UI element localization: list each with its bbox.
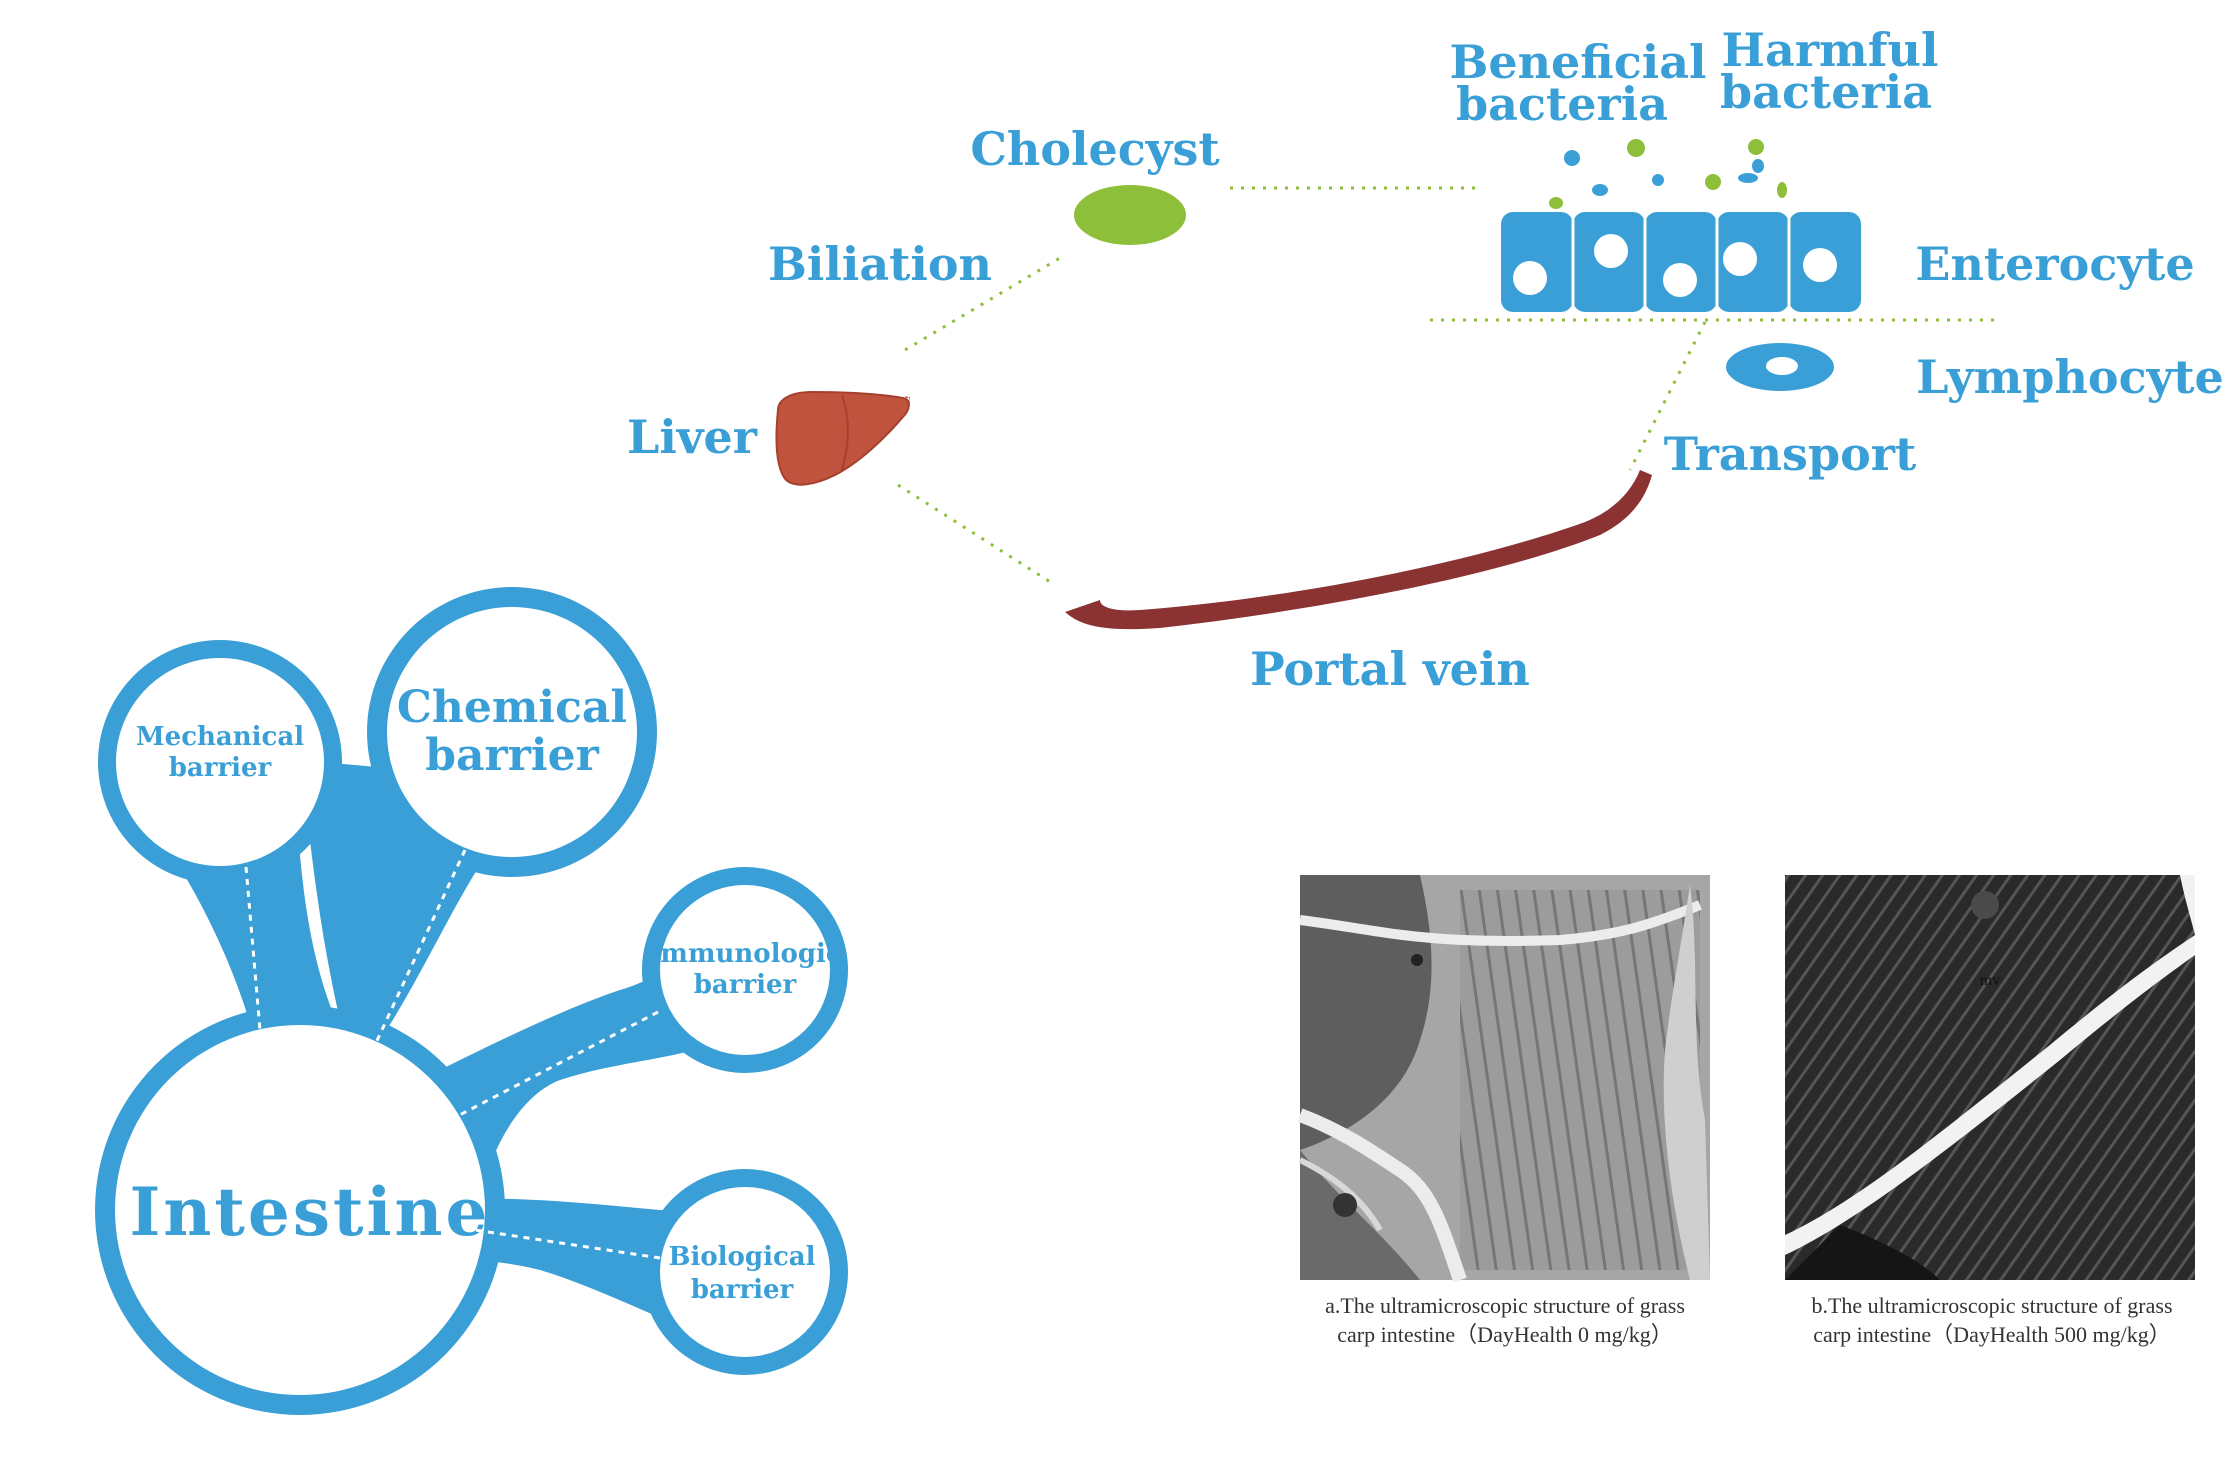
- micrograph-b-caption-line1: b.The ultramicroscopic structure of gras…: [1811, 1293, 2172, 1318]
- bacterium-dot: [1564, 150, 1580, 166]
- portal-vein-label: Portal vein: [1250, 642, 1530, 696]
- biological-barrier-label-line2: barrier: [691, 1275, 794, 1305]
- immunologic-barrier-label-line2: barrier: [694, 970, 797, 1000]
- harmful-bacteria-label-line1: Harmful: [1722, 23, 1939, 77]
- bacteria-dots: [1549, 139, 1787, 209]
- enterocyte-cell: [1645, 212, 1717, 312]
- biliation-label: Biliation: [768, 237, 992, 291]
- micrograph-b-caption-line2: carp intestine（DayHealth 500 mg/kg）: [1813, 1322, 2170, 1347]
- beneficial-bacteria-label-line1: Beneficial: [1449, 35, 1706, 89]
- connector-liver-cholecyst: [904, 253, 1066, 352]
- lymphocyte-label: Lymphocyte: [1916, 350, 2224, 404]
- enterocyte-nucleus: [1803, 248, 1837, 282]
- liver-icon-lobe: [841, 394, 849, 471]
- transport-label: Transport: [1664, 427, 1917, 481]
- liver-icon-body: [775, 390, 910, 486]
- micrograph-a-caption-line2: carp intestine（DayHealth 0 mg/kg）: [1337, 1322, 1672, 1347]
- bacterium-dot: [1652, 174, 1664, 186]
- enterocyte-label: Enterocyte: [1915, 237, 2194, 291]
- biological-barrier-circle: [660, 1187, 830, 1357]
- bacterium-dot: [1748, 139, 1764, 155]
- enterocyte-nucleus: [1663, 263, 1697, 297]
- bacterium-dot: [1549, 197, 1563, 209]
- cholecyst-shape: [1074, 185, 1186, 245]
- micrograph-b: [1785, 875, 2195, 1280]
- mechanical-barrier-label-line2: barrier: [169, 753, 272, 783]
- micrograph-a: [1297, 875, 1710, 1283]
- enterocyte-row: [1501, 212, 1861, 312]
- chemical-barrier-label-line2: barrier: [425, 730, 599, 781]
- enterocyte-nucleus: [1513, 261, 1547, 295]
- bacterium-dot: [1592, 184, 1608, 196]
- portal-vein-shape: [1065, 470, 1652, 630]
- gut-liver-axis: Cholecyst Biliation Liver Portal vein Tr…: [627, 23, 2224, 696]
- immunologic-stem: [420, 935, 720, 1200]
- intestine-label: Intestine: [129, 1173, 490, 1251]
- enterocyte-nucleus: [1723, 242, 1757, 276]
- enterocyte-nucleus: [1594, 234, 1628, 268]
- bacterium-dot: [1752, 159, 1764, 173]
- connector-liver-portal-vein: [897, 483, 1056, 587]
- harmful-bacteria-label-line2: bacteria: [1720, 65, 1932, 119]
- micrograph-b-inset-label: mv: [1980, 972, 2000, 989]
- intestine-circle: [115, 1025, 485, 1395]
- chemical-barrier-circle: [387, 607, 637, 857]
- bacterium-dot: [1738, 173, 1758, 183]
- bacterium-dot: [1777, 182, 1787, 198]
- micrograph-a-caption-line1: a.The ultramicroscopic structure of gras…: [1325, 1293, 1685, 1318]
- liver-label: Liver: [627, 410, 758, 464]
- immunologic-barrier-circle: [660, 885, 830, 1055]
- enterocyte-cell: [1501, 212, 1573, 312]
- immunologic-barrier-label-line1: Immunologic: [648, 939, 841, 969]
- mechanical-barrier-label-line1: Mechanical: [136, 722, 304, 752]
- cholecyst-label: Cholecyst: [970, 122, 1220, 176]
- intestine-barrier-diagram: Mechanical barrier Chemical barrier Immu…: [95, 587, 848, 1415]
- biological-barrier-label-line1: Biological: [668, 1242, 815, 1272]
- bacterium-dot: [1627, 139, 1645, 157]
- dotted-connectors: [897, 186, 1995, 587]
- biological-stem: [440, 1198, 700, 1330]
- beneficial-bacteria-label-line2: bacteria: [1456, 77, 1668, 131]
- lymphocyte-nucleus: [1766, 357, 1798, 375]
- mechanical-barrier-circle: [116, 658, 324, 866]
- chemical-barrier-label-line1: Chemical: [397, 682, 627, 733]
- bacterium-dot: [1705, 174, 1721, 190]
